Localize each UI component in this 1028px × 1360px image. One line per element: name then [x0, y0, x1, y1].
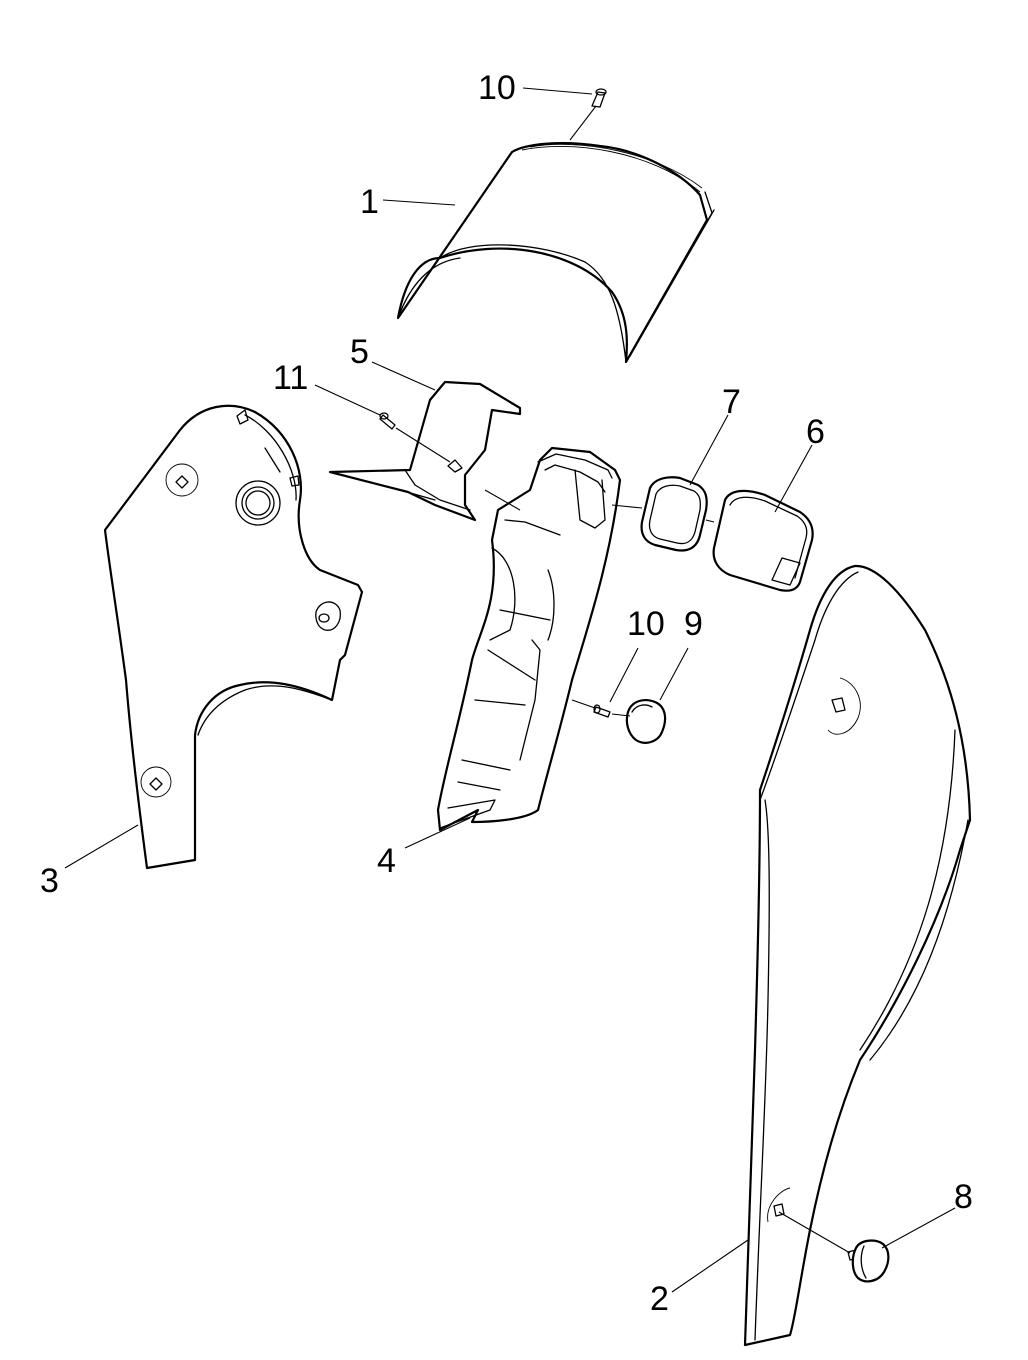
leader-3: [64, 824, 139, 869]
callout-9: 9: [684, 605, 703, 643]
leader-lines: [64, 87, 956, 1293]
leader-5: [371, 361, 436, 391]
leader-4: [404, 817, 471, 849]
callout-1: 1: [360, 183, 379, 221]
leader-10-top: [522, 87, 593, 95]
part-10-screw-top: [591, 88, 607, 108]
part-4-center-housing: [436, 446, 622, 832]
leader-11: [314, 384, 381, 416]
part-10-screw-lower: [593, 704, 611, 718]
callout-10-top: 10: [478, 69, 516, 107]
callout-8: 8: [954, 1178, 973, 1216]
callout-labels: 10 1 5 11 7 6 10 9 3 4 8 2: [40, 69, 973, 1318]
part-6-trim-panel: [712, 489, 814, 592]
part-5-bracket: [328, 380, 522, 522]
callout-7: 7: [722, 383, 741, 421]
part-9-cap: [625, 699, 667, 744]
callout-11: 11: [273, 359, 308, 397]
callout-2: 2: [650, 1280, 669, 1318]
part-3-left-panel: [103, 404, 364, 870]
part-11-screw: [379, 412, 396, 430]
callout-4: 4: [377, 842, 396, 880]
leader-7-b: [611, 504, 643, 509]
callout-3: 3: [40, 862, 59, 900]
leader-6: [774, 444, 813, 513]
callout-10-lower: 10: [627, 605, 665, 643]
leader-7: [689, 414, 729, 486]
part-7-trim-ring: [640, 476, 708, 552]
leader-10-top-b: [569, 105, 597, 141]
part-2-right-panel: [743, 564, 972, 1347]
leader-1: [382, 199, 456, 206]
leader-9: [659, 647, 689, 701]
leader-11-b: [395, 427, 451, 463]
callout-5: 5: [350, 333, 369, 371]
leader-5-housing: [484, 489, 521, 511]
leader-10-lower: [609, 647, 639, 703]
leader-10-lower-b: [571, 699, 596, 709]
leader-2: [671, 1239, 749, 1293]
leader-9-b: [611, 713, 631, 717]
callout-6: 6: [806, 413, 825, 451]
part-1-top-cover: [396, 142, 715, 364]
leader-8: [881, 1207, 956, 1249]
part-8-knob: [847, 1239, 890, 1283]
leader-6-b: [705, 519, 715, 523]
leader-8-b: [778, 1211, 851, 1254]
